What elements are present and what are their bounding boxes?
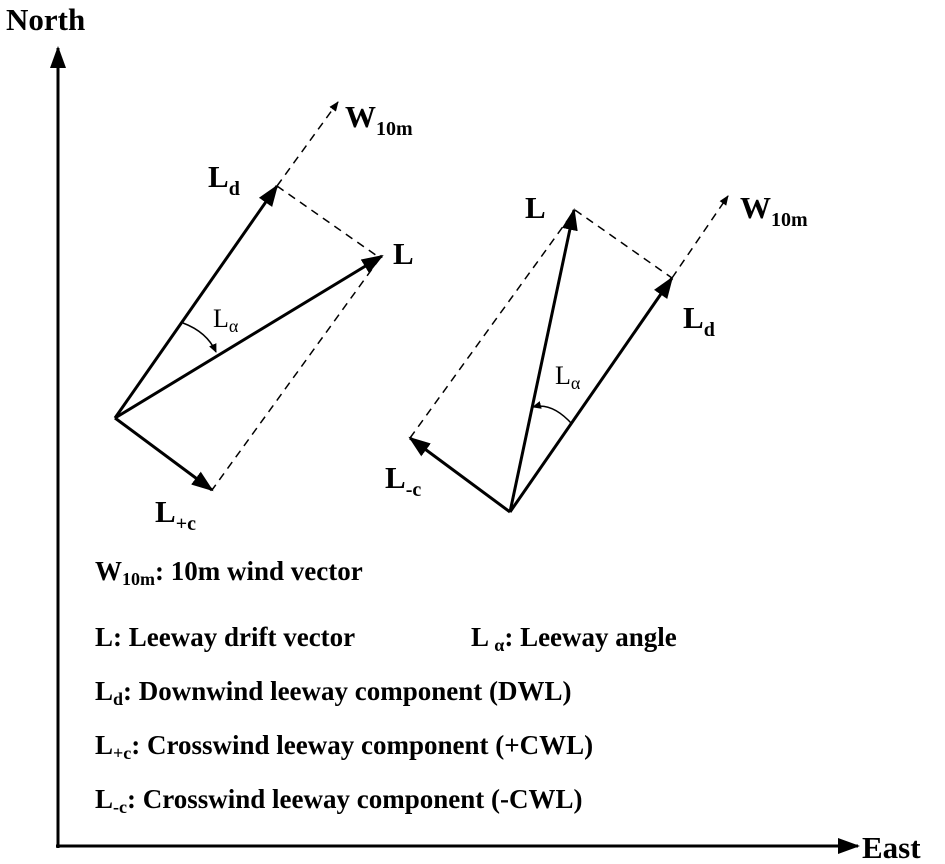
legend-crosswind-plus-text: : Crosswind leeway component (+CWL): [131, 730, 594, 760]
right-ld-vector: [508, 276, 674, 513]
left-ld-label-main: L: [208, 159, 229, 194]
legend-downwind-main: L: [95, 676, 114, 706]
legend-wind-text: : 10m wind vector: [155, 556, 363, 586]
legend-downwind-text: : Downwind leeway component (DWL): [123, 676, 572, 706]
right-dashed-l-to-ld: [574, 209, 673, 279]
right-lc-label-main: L: [385, 460, 406, 495]
legend-leeway-drift: L: Leeway drift vector: [95, 622, 355, 653]
legend-leeway-drift-text: L: Leeway drift vector: [95, 622, 356, 652]
legend-leeway-angle: L α: Leeway angle: [471, 622, 677, 656]
legend-leeway-angle-text: : Leeway angle: [504, 622, 677, 652]
right-wind-label-sub: 10m: [771, 209, 808, 231]
left-angle-label: Lα: [213, 304, 239, 336]
left-vector-diagram: [113, 101, 384, 492]
right-vector-diagram: [408, 195, 729, 514]
right-angle-label-main: L: [555, 361, 571, 390]
left-l-label: L: [393, 236, 414, 271]
legend-crosswind-minus-text: : Crosswind leeway component (-CWL): [127, 784, 583, 814]
legend-downwind-sub: d: [113, 689, 124, 709]
legend-crosswind-minus-sub: -c: [113, 797, 127, 817]
left-wind-label-sub: 10m: [376, 118, 413, 140]
legend-wind: W10m: 10m wind vector: [95, 556, 363, 590]
north-axis-label: North: [6, 2, 85, 37]
left-lc-label: L+c: [155, 494, 196, 535]
right-angle-label: Lα: [555, 361, 581, 393]
legend-leeway-angle-sub: α: [494, 635, 505, 655]
left-dashed-wind-extension: [276, 101, 339, 187]
legend-crosswind-plus-main: L: [95, 730, 114, 760]
right-lc-vector: [408, 436, 511, 514]
right-angle-arc: [532, 401, 573, 425]
right-dashed-wind-extension: [671, 195, 729, 279]
right-angle-label-sub: α: [571, 373, 581, 393]
right-lc-label: L-c: [385, 460, 421, 501]
axes: North East: [6, 2, 921, 864]
legend-crosswind-minus: L-c: Crosswind leeway component (-CWL): [95, 784, 582, 818]
right-ld-label: Ld: [683, 300, 715, 341]
left-ld-label: Ld: [208, 159, 240, 200]
legend-crosswind-minus-main: L: [95, 784, 114, 814]
left-angle-label-sub: α: [229, 316, 239, 336]
left-wind-label-main: W: [345, 99, 376, 134]
legend-downwind: Ld: Downwind leeway component (DWL): [95, 676, 572, 710]
right-l-label: L: [525, 190, 546, 225]
legend-wind-sub: 10m: [122, 569, 155, 589]
right-wind-label-main: W: [740, 190, 771, 225]
left-dashed-l-to-lc: [211, 257, 381, 491]
right-ld-label-main: L: [683, 300, 704, 335]
left-dashed-ld-to-l: [276, 185, 381, 259]
left-wind-label: W10m: [345, 99, 413, 140]
right-wind-label: W10m: [740, 190, 808, 231]
left-lc-label-main: L: [155, 494, 176, 529]
left-angle-label-main: L: [213, 304, 229, 333]
right-ld-label-sub: d: [704, 319, 715, 341]
legend-leeway-angle-main: L: [471, 622, 495, 652]
left-angle-arc: [182, 322, 217, 353]
east-axis-label: East: [862, 830, 921, 864]
legend-wind-main: W: [95, 556, 122, 586]
right-dashed-lc-to-l: [409, 209, 576, 439]
legend-crosswind-plus: L+c: Crosswind leeway component (+CWL): [95, 730, 593, 764]
right-l-vector: [508, 208, 578, 513]
left-lc-vector: [114, 416, 214, 492]
left-l-vector: [114, 254, 384, 420]
right-lc-label-sub: -c: [406, 479, 422, 501]
left-lc-label-sub: +c: [176, 513, 196, 535]
left-ld-vector: [113, 184, 279, 419]
legend-crosswind-plus-sub: +c: [113, 743, 132, 763]
left-ld-label-sub: d: [229, 178, 240, 200]
